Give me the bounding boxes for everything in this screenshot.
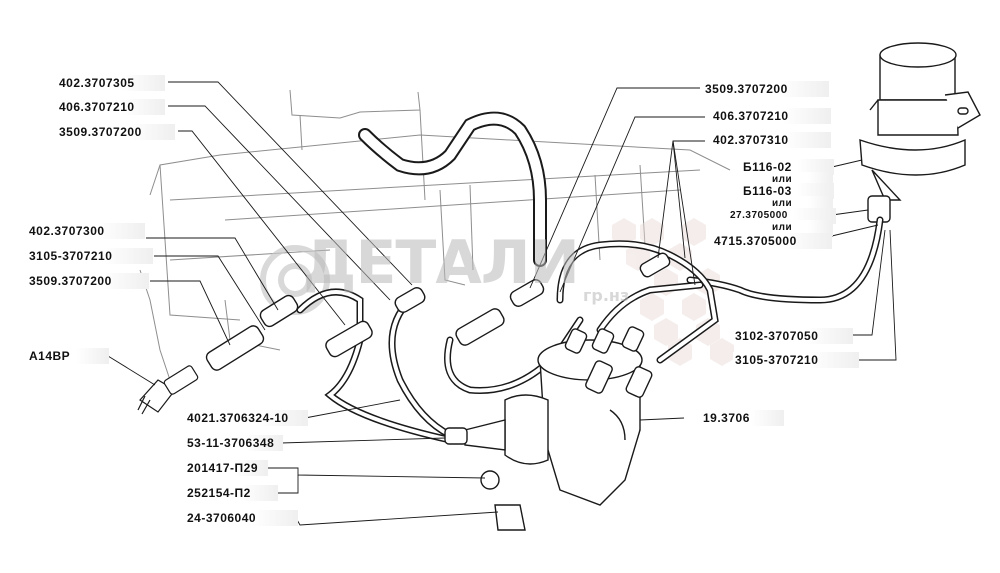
label-3105-3707210-right: 3105-3707210 xyxy=(733,352,859,368)
distributor xyxy=(444,326,653,531)
label-3102-3707050: 3102-3707050 xyxy=(733,328,853,344)
label-3509-3707200-upper-left: 3509.3707200 xyxy=(57,124,175,140)
label-b116-02: Б116-02 xyxy=(741,159,834,175)
label-a14vr: А14ВР xyxy=(27,348,109,364)
label-252154-p2: 252154-П2 xyxy=(185,485,278,501)
spark-plug xyxy=(137,365,199,415)
label-201417-p29: 201417-П29 xyxy=(185,460,268,476)
label-406-3707210-left: 406.3707210 xyxy=(57,99,165,115)
label-3509-3707200-lower-left: 3509.3707200 xyxy=(27,273,149,289)
label-ili-3: или xyxy=(770,220,833,236)
label-24-3706040: 24-3706040 xyxy=(185,510,298,526)
label-19-3706: 19.3706 xyxy=(701,410,784,426)
plug-boots xyxy=(205,252,671,371)
label-4715-3705000: 4715.3705000 xyxy=(712,233,832,249)
label-53-11-3706348: 53-11-3706348 xyxy=(185,435,283,451)
label-402-3707310: 402.3707310 xyxy=(711,132,831,148)
ignition-coil xyxy=(859,42,981,223)
label-4021-3706324-10: 4021.3706324-10 xyxy=(185,410,308,426)
label-b116-03: Б116-03 xyxy=(741,183,834,199)
watermark-suffix: гр.нз xyxy=(583,286,630,305)
label-3509-3707200-right: 3509.3707200 xyxy=(703,81,829,97)
leader-lines xyxy=(107,81,897,526)
label-406-3707210-right: 406.3707210 xyxy=(711,108,831,124)
watermark-text: ДЕТАЛИ xyxy=(303,228,580,298)
label-402-3707300: 402.3707300 xyxy=(27,223,145,239)
label-3105-3707210-left: 3105-3707210 xyxy=(27,248,153,264)
label-402-3707305: 402.3707305 xyxy=(57,75,165,91)
